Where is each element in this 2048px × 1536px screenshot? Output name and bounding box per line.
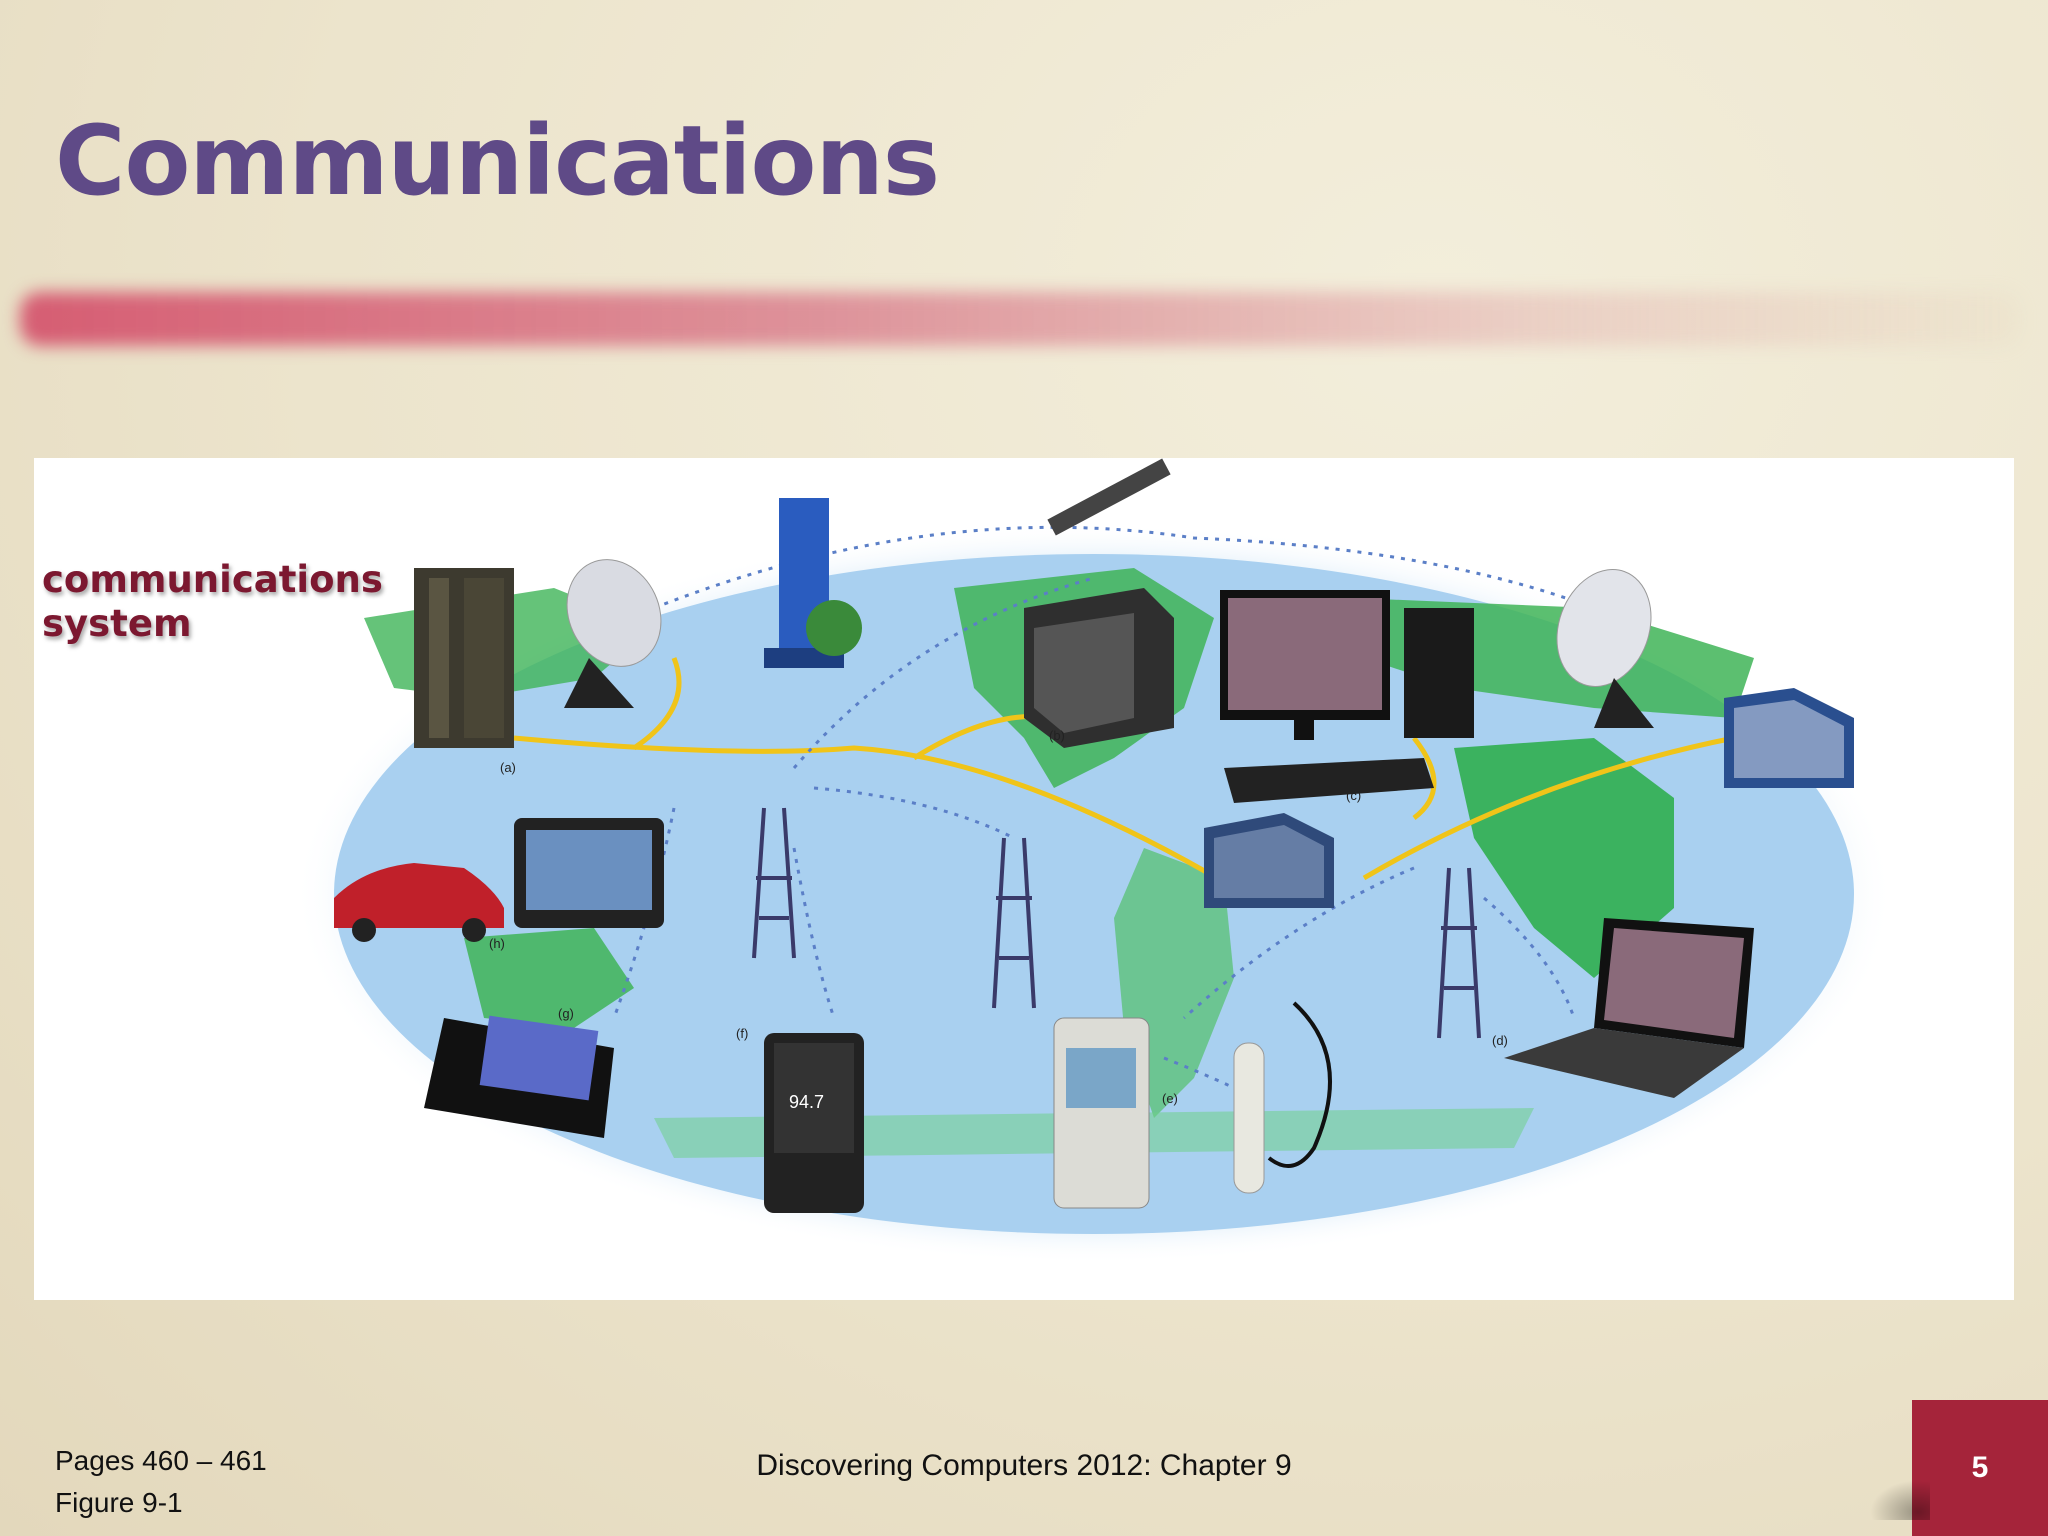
car-icon — [334, 863, 504, 942]
cell-tower-icon — [1437, 867, 1481, 1039]
device-label-c: (c) — [1346, 788, 1362, 803]
world-network-illustration: 94.7 — [294, 458, 1894, 1264]
wireless-signals — [612, 525, 1595, 1090]
satellite-dish-icon — [564, 559, 662, 708]
slide-title: Communications — [55, 105, 940, 217]
laptop-icon — [1504, 918, 1754, 1098]
device-label-f: (f) — [736, 1026, 749, 1041]
skyscraper-icon — [764, 498, 862, 668]
page-curl-shadow — [1870, 1480, 1930, 1520]
continent-australia — [464, 928, 634, 1028]
cell-tower-icon — [752, 807, 796, 959]
desktop-computer-icon — [1220, 590, 1474, 803]
mainframe-icon — [414, 568, 514, 748]
office-building-icon — [1204, 813, 1334, 908]
device-label-g: (g) — [558, 1006, 574, 1021]
office-building-icon — [1724, 688, 1854, 788]
continent-africa — [1454, 738, 1674, 978]
footer-page-reference: Pages 460 – 461 Figure 9-1 — [55, 1440, 267, 1524]
media-player-readout: 94.7 — [789, 1092, 824, 1112]
media-player-icon: 94.7 — [764, 1033, 864, 1213]
device-label-a: (a) — [500, 760, 516, 775]
device-label-e: (e) — [1162, 1091, 1178, 1106]
title-divider — [20, 292, 2020, 346]
cell-tower-icon — [992, 837, 1036, 1009]
bluetooth-headset-icon — [1233, 1001, 1332, 1194]
slide-number: 5 — [1912, 1400, 2048, 1536]
communications-system-figure: 94.7 communications system (a) (b) (c) (… — [34, 458, 2014, 1300]
device-label-d: (d) — [1492, 1033, 1508, 1048]
footer-pages: Pages 460 – 461 — [55, 1445, 267, 1476]
figure-caption-label: communications system — [42, 558, 383, 645]
footer-figure-ref: Figure 9-1 — [55, 1487, 183, 1518]
satellite-dish-icon — [1556, 569, 1654, 728]
game-console-icon — [424, 1015, 614, 1138]
gps-navigator-icon — [514, 818, 664, 928]
server-icon — [1024, 588, 1174, 748]
device-label-h: (h) — [489, 936, 505, 951]
device-label-b: (b) — [1049, 728, 1065, 743]
smartphone-icon — [1053, 1017, 1150, 1209]
footer-course-title: Discovering Computers 2012: Chapter 9 — [756, 1449, 1292, 1482]
satellite-icon — [1047, 458, 1171, 536]
